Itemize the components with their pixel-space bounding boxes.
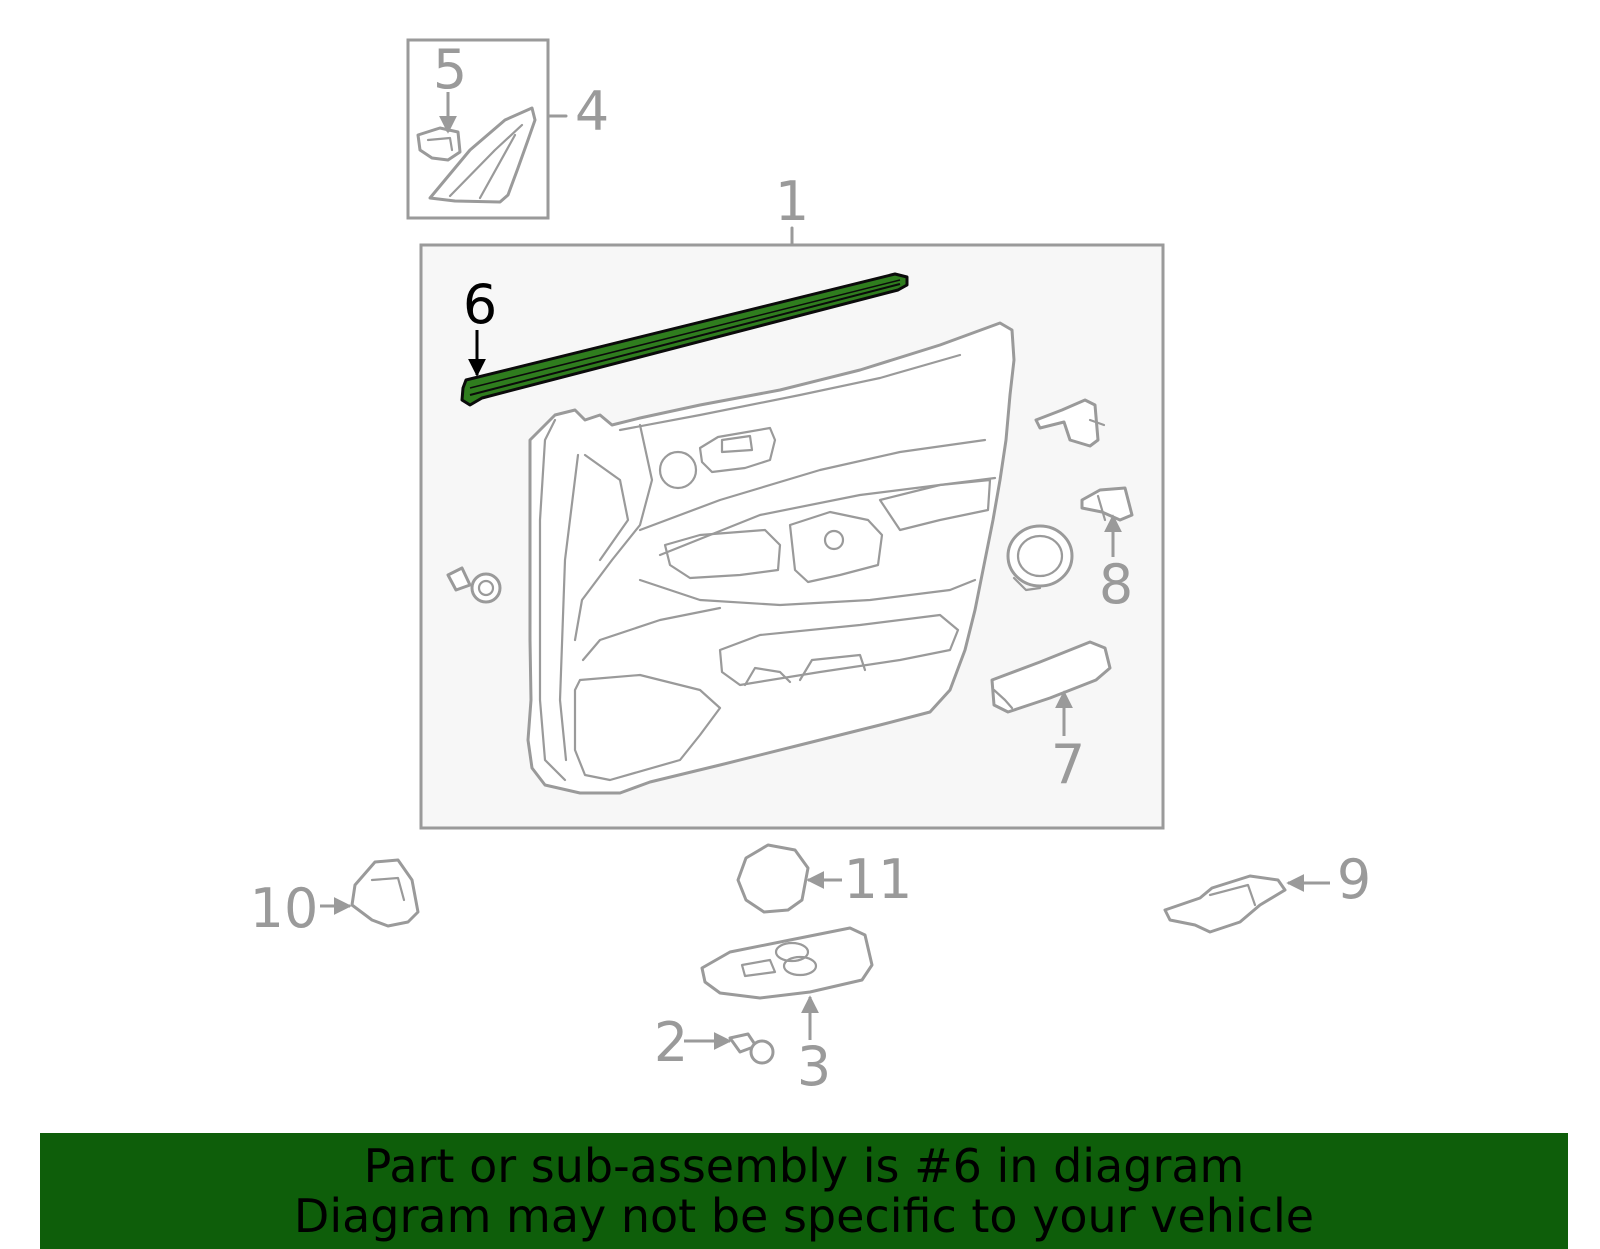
part-11-seal[interactable] bbox=[736, 843, 810, 914]
part-8-clip-upper[interactable] bbox=[1034, 398, 1106, 448]
info-banner: Part or sub-assembly is #6 in diagram Di… bbox=[40, 1133, 1568, 1249]
banner-line-2: Diagram may not be specific to your vehi… bbox=[293, 1189, 1315, 1243]
callout-6: 6 bbox=[463, 273, 497, 336]
part-10-clip[interactable] bbox=[350, 858, 420, 928]
callout-4: 4 bbox=[575, 80, 609, 143]
part-1-door-trim-panel[interactable] bbox=[526, 321, 1016, 795]
callout-10: 10 bbox=[250, 877, 319, 940]
part-2-screw[interactable] bbox=[728, 1032, 775, 1065]
part-6-belt-moulding[interactable] bbox=[460, 272, 909, 407]
callout-5: 5 bbox=[433, 38, 467, 101]
part-4-garnish[interactable] bbox=[428, 106, 537, 204]
part-9-bracket[interactable] bbox=[1163, 874, 1287, 934]
speaker-ring[interactable] bbox=[1006, 524, 1074, 592]
banner-line-1: Part or sub-assembly is #6 in diagram bbox=[363, 1139, 1245, 1193]
callout-1: 1 bbox=[775, 170, 809, 233]
inset-box-4-5 bbox=[406, 38, 550, 220]
callout-2: 2 bbox=[654, 1011, 688, 1074]
push-pin-fastener[interactable] bbox=[446, 566, 502, 604]
callout-7: 7 bbox=[1051, 733, 1085, 796]
callout-9: 9 bbox=[1337, 848, 1371, 911]
part-7-armrest-pad[interactable] bbox=[990, 640, 1112, 714]
part-8-clip-lower[interactable] bbox=[1080, 486, 1134, 522]
callout-3: 3 bbox=[797, 1035, 831, 1098]
callout-11: 11 bbox=[844, 848, 913, 911]
part-3-switch-bezel[interactable] bbox=[700, 926, 874, 1000]
callout-8: 8 bbox=[1099, 553, 1133, 616]
